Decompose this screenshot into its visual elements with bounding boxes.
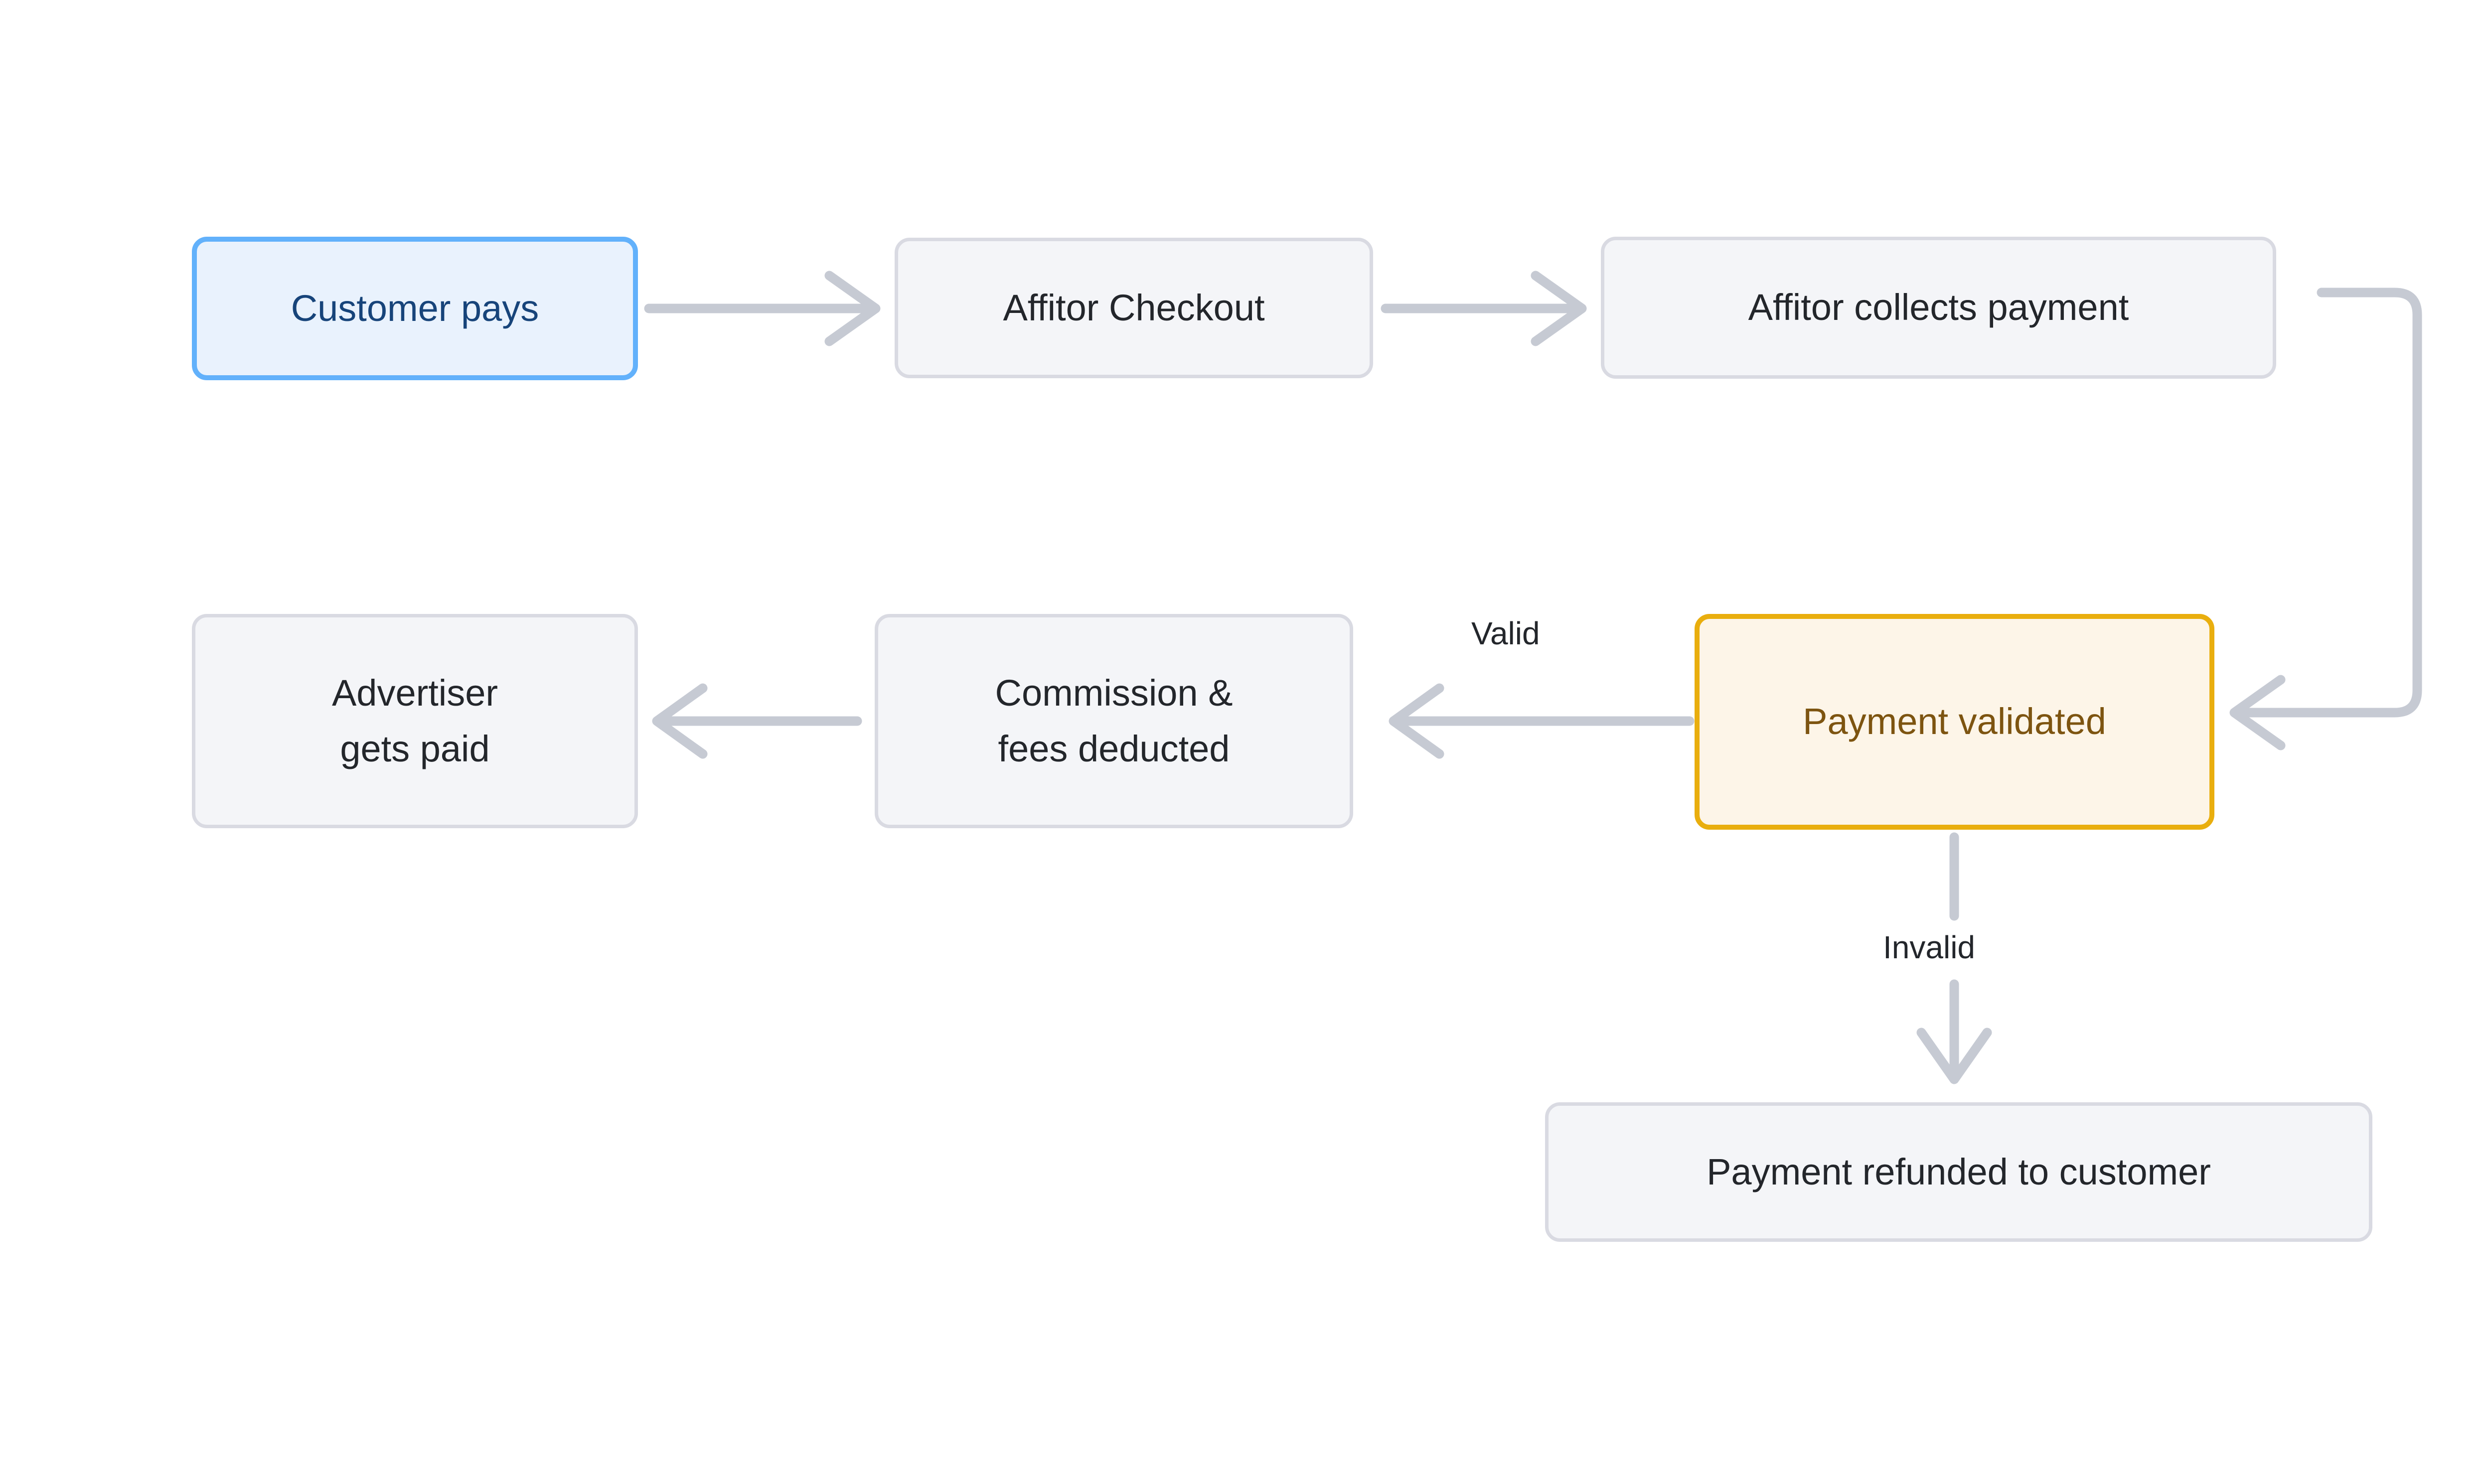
- node-affitor-checkout[interactable]: Affitor Checkout: [895, 238, 1373, 378]
- node-customer-pays[interactable]: Customer pays: [192, 237, 638, 380]
- edge-payment-validated-to-payment-refunded: [1916, 832, 1992, 1084]
- node-affitor-collects-payment[interactable]: Affitor collects payment: [1601, 237, 2276, 379]
- edge-customer-pays-to-affitor-checkout: [644, 271, 881, 346]
- node-payment-refunded-to-customer[interactable]: Payment refunded to customer: [1545, 1102, 2372, 1242]
- edge-label-valid: Valid: [1471, 615, 1540, 651]
- edge-affitor-collects-payment-to-payment-validated: [2229, 288, 2422, 750]
- node-payment-validated[interactable]: Payment validated: [1695, 614, 2214, 830]
- edge-label-invalid: Invalid: [1883, 929, 1975, 965]
- node-commission-fees-deducted[interactable]: Commission & fees deducted: [875, 614, 1353, 828]
- edge-affitor-checkout-to-affitor-collects-payment: [1381, 271, 1587, 346]
- node-advertiser-gets-paid[interactable]: Advertiser gets paid: [192, 614, 638, 828]
- edge-commission-fees-deducted-to-advertiser-gets-paid: [652, 683, 862, 759]
- edge-payment-validated-to-commission-fees-deducted: [1389, 683, 1695, 759]
